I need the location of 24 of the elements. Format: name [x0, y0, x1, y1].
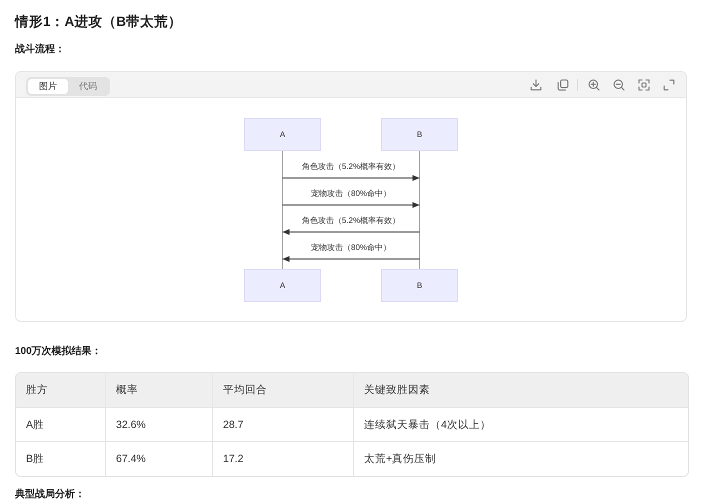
lifeline [418, 151, 420, 269]
arrow [282, 175, 420, 181]
lifeline [282, 151, 284, 269]
tab: 代码 [68, 79, 108, 94]
subheading: 战斗流程： [15, 43, 65, 57]
arrow [282, 202, 420, 208]
header-cell: 关键致胜因素 [354, 373, 688, 408]
tab: 图片 [28, 79, 68, 94]
subheading: 100万次模拟结果： [15, 345, 102, 359]
arrow [282, 229, 420, 235]
participant-box: B [381, 269, 458, 302]
participant-box: A [244, 118, 321, 151]
header-cell: 平均回合 [213, 373, 354, 408]
arrow [282, 256, 420, 262]
title: 情形1：A进攻（B带太荒） [15, 13, 182, 31]
table-cell: 28.7 [213, 408, 354, 442]
table-cell: B胜 [16, 442, 106, 476]
table-cell: A胜 [16, 408, 106, 442]
participant-box: A [244, 269, 321, 302]
header-cell: 胜方 [16, 373, 106, 408]
header-cell: 概率 [106, 373, 213, 408]
subheading: 典型战局分析： [15, 488, 85, 502]
participant-box: B [381, 118, 458, 151]
table-cell: 32.6% [106, 408, 213, 442]
